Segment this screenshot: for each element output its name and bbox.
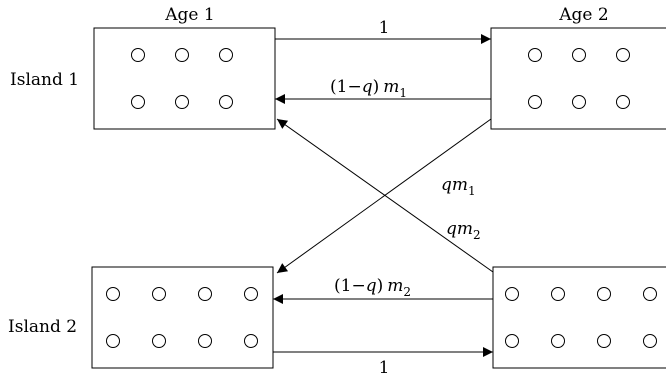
individual-circle (244, 287, 258, 301)
individual-circle (219, 95, 233, 109)
column-header-age-1: Age 1 (164, 5, 214, 25)
box-island-2-age-1 (91, 266, 274, 369)
box-island-2-age-2 (492, 266, 666, 369)
label-top-forward: 1 (379, 18, 390, 38)
individual-circle (551, 334, 565, 348)
individual-circle (198, 334, 212, 348)
label-top-return: (1−q)m1 (330, 77, 407, 100)
individual-circle (572, 48, 586, 62)
individual-circle (616, 48, 630, 62)
individual-circle (152, 334, 166, 348)
individual-circle (219, 48, 233, 62)
individual-circle (643, 287, 657, 301)
row-label-island-1: Island 1 (10, 70, 79, 90)
individual-circle (244, 334, 258, 348)
arrow-island-2-age-2-to-island-1-age-1 (276, 118, 494, 273)
individual-circle (616, 95, 630, 109)
individual-circle (152, 287, 166, 301)
individual-circle (198, 287, 212, 301)
individual-circle (175, 48, 189, 62)
box-island-2-age-2-top (490, 27, 666, 130)
label-bottom-return: (1−q)m2 (334, 276, 411, 299)
individual-circle (643, 334, 657, 348)
individual-circle (505, 287, 519, 301)
individual-circle (131, 48, 145, 62)
individual-circle (597, 334, 611, 348)
individual-circle (551, 287, 565, 301)
individual-circle (175, 95, 189, 109)
arrow-island-1-age-2-to-island-2-age-1 (276, 118, 492, 274)
column-header-age-2: Age 2 (558, 5, 608, 25)
individual-circle (106, 287, 120, 301)
individual-circle (505, 334, 519, 348)
label-cross-qm1: qm1 (441, 175, 476, 198)
box-island-1-age-1 (93, 27, 276, 130)
individual-circle (106, 334, 120, 348)
row-label-island-2: Island 2 (8, 317, 77, 337)
label-bottom-forward: 1 (379, 358, 390, 378)
label-cross-qm2: qm2 (446, 219, 481, 242)
individual-circle (528, 95, 542, 109)
individual-circle (572, 95, 586, 109)
individual-circle (528, 48, 542, 62)
individual-circle (131, 95, 145, 109)
individual-circle (597, 287, 611, 301)
